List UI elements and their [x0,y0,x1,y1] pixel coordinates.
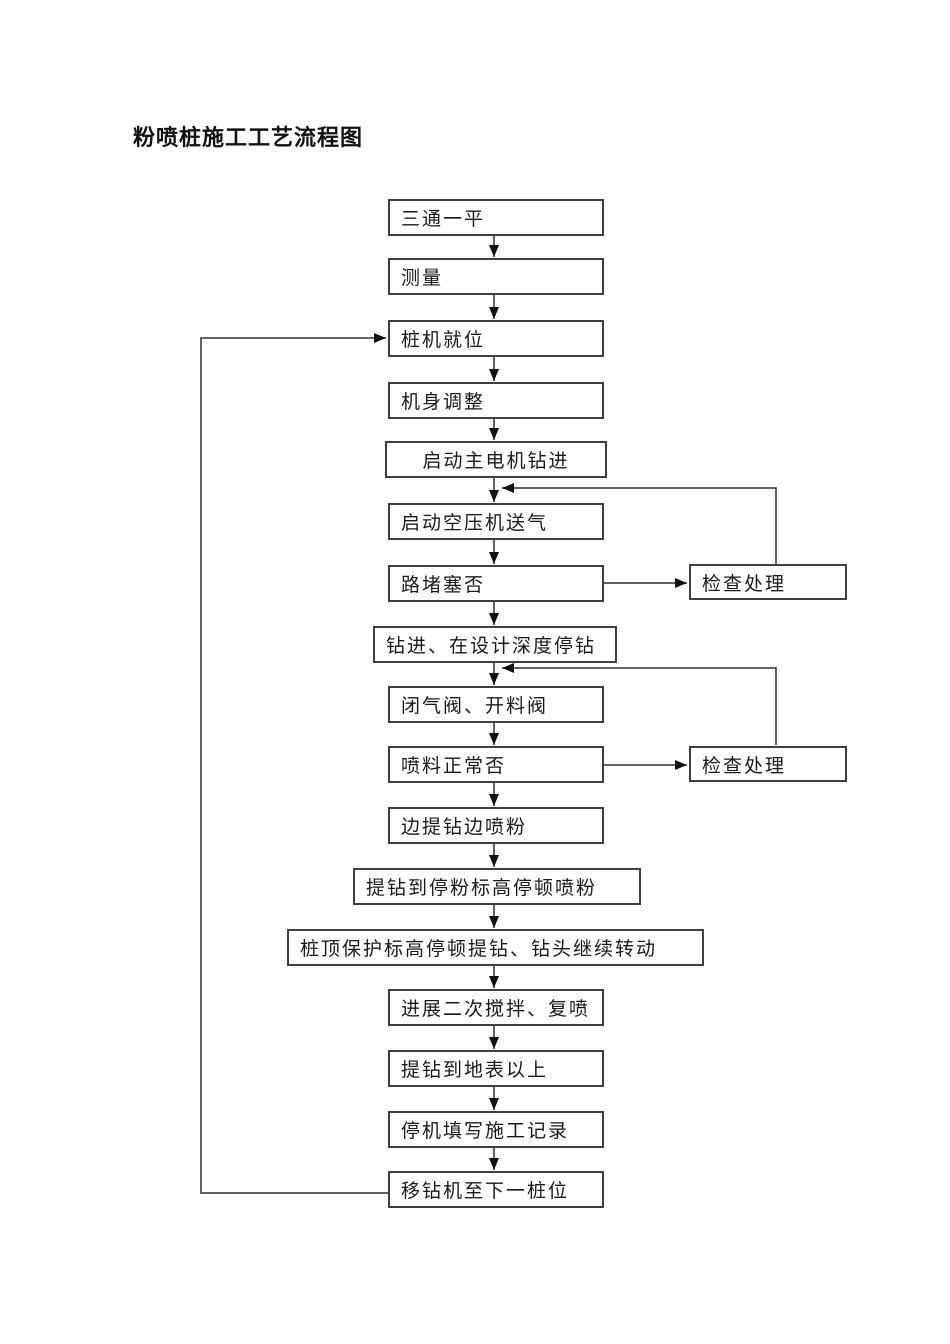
check-feedback-arrows [502,483,777,745]
flow-step-6: 启动空压机送气 [388,503,604,540]
flow-step-10: 喷料正常否 [388,746,604,783]
flow-step-14: 进展二次搅拌、复喷 [388,989,604,1026]
check-branch-arrows [604,578,687,770]
flow-step-17: 移钻机至下一桩位 [388,1171,604,1208]
flow-step-9: 闭气阀、开料阀 [388,686,604,723]
next-pile-loop-arrow [200,333,388,1194]
flow-step-8: 钻进、在设计深度停钻 [373,626,617,663]
flow-step-11: 边提钻边喷粉 [388,807,604,844]
check-handle-box-1: 检查处理 [689,564,847,600]
check-handle-box-2: 检查处理 [689,746,847,782]
flow-step-15: 提钻到地表以上 [388,1050,604,1087]
flow-step-5: 启动主电机钻进 [385,441,607,478]
flow-step-1: 三通一平 [388,199,604,236]
flow-step-2: 测量 [388,258,604,295]
flow-step-13: 桩顶保护标高停顿提钻、钻头继续转动 [287,929,704,966]
flow-step-3: 桩机就位 [388,320,604,357]
flow-step-7: 路堵塞否 [388,565,604,602]
flow-step-4: 机身调整 [388,382,604,419]
flow-step-16: 停机填写施工记录 [388,1111,604,1148]
flow-step-12: 提钻到停粉标高停顿喷粉 [353,868,641,905]
page-title: 粉喷桩施工工艺流程图 [133,125,364,150]
